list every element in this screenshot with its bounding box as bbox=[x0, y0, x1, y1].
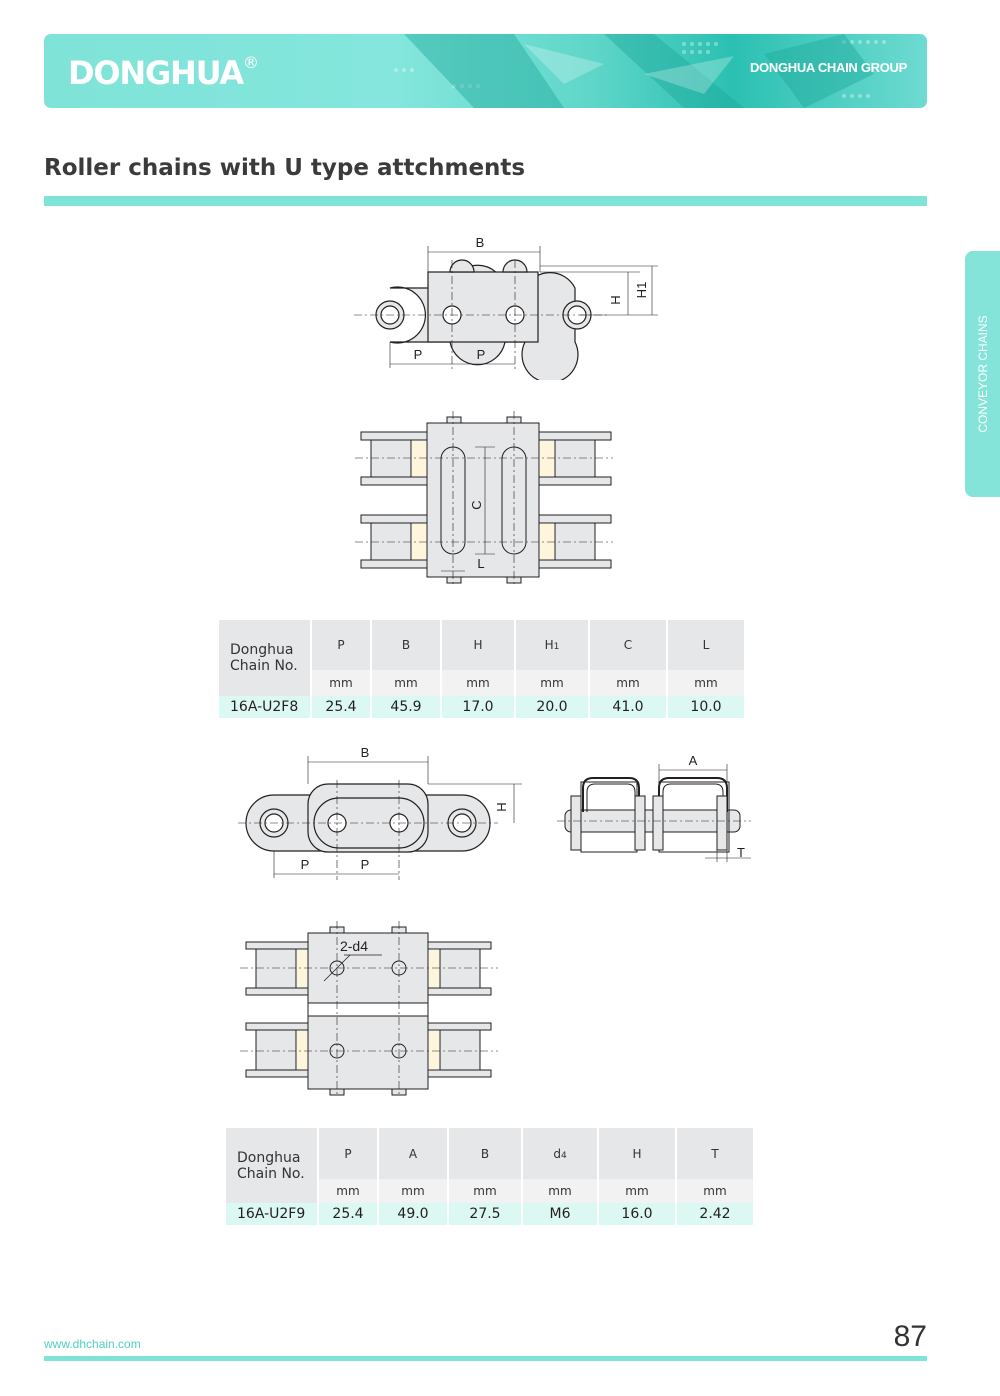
header-d4: d4 bbox=[523, 1128, 597, 1179]
dim-h: H bbox=[608, 295, 623, 304]
drawing-u2f8-top-view: C L bbox=[355, 411, 613, 587]
cell-p: 25.4 bbox=[319, 1203, 377, 1225]
dim-l: L bbox=[477, 556, 484, 571]
drawing-u2f8-side-view: B H H1 P P bbox=[354, 235, 658, 380]
drawing-u2f9-front-view: A T bbox=[557, 753, 751, 862]
dim-p-right: P bbox=[477, 347, 486, 362]
dim-b: B bbox=[361, 745, 370, 760]
header-h1: HH11 bbox=[516, 620, 588, 670]
banner-decoration bbox=[394, 34, 886, 108]
cell-t: 2.42 bbox=[677, 1203, 753, 1225]
cell-b: 45.9 bbox=[372, 696, 440, 718]
row-chain-no: 16A-U2F9 bbox=[226, 1203, 317, 1225]
unit-h: mm bbox=[442, 670, 514, 696]
dim-h1: H1 bbox=[634, 282, 649, 299]
unit-l: mm bbox=[668, 670, 744, 696]
row-chain-no: 16A-U2F8 bbox=[219, 696, 310, 718]
page-number: 87 bbox=[893, 1320, 927, 1353]
unit-p: mm bbox=[319, 1179, 377, 1203]
header-banner: DONGHUA® DONGHUA CHAIN GROUP bbox=[44, 34, 927, 108]
dim-p-right: P bbox=[361, 857, 370, 872]
table-row: 16A-U2F8 25.4 45.9 17.0 20.0 41.0 10.0 bbox=[219, 696, 744, 718]
unit-a: mm bbox=[379, 1179, 447, 1203]
footer-url[interactable]: www.dhchain.com bbox=[44, 1337, 141, 1351]
cell-h: 16.0 bbox=[599, 1203, 675, 1225]
unit-h: mm bbox=[599, 1179, 675, 1203]
unit-h1: mm bbox=[516, 670, 588, 696]
unit-d4: mm bbox=[523, 1179, 597, 1203]
unit-b: mm bbox=[372, 670, 440, 696]
header-c: C bbox=[590, 620, 666, 670]
page-title: Roller chains with U type attchments bbox=[44, 155, 526, 181]
brand-logo: DONGHUA® bbox=[68, 53, 259, 92]
section-tab: CONVEYOR CHAINS bbox=[965, 251, 1000, 497]
dim-t: T bbox=[737, 845, 745, 860]
dim-c: C bbox=[469, 500, 484, 509]
header-l: L bbox=[668, 620, 744, 670]
header-p: P bbox=[319, 1128, 377, 1179]
header-b: B bbox=[372, 620, 440, 670]
header-p: P bbox=[312, 620, 370, 670]
dim-2-d4: 2-d4 bbox=[340, 938, 368, 954]
cell-h: 17.0 bbox=[442, 696, 514, 718]
drawing-u2f9-top-view: 2-d4 bbox=[240, 921, 498, 1097]
title-divider bbox=[44, 196, 927, 206]
cell-l: 10.0 bbox=[668, 696, 744, 718]
dim-b: B bbox=[476, 235, 485, 250]
dim-p-left: P bbox=[414, 347, 423, 362]
header-t: T bbox=[677, 1128, 753, 1179]
dim-p-left: P bbox=[301, 857, 310, 872]
cell-d4: M6 bbox=[523, 1203, 597, 1225]
header-a: A bbox=[379, 1128, 447, 1179]
header-b: B bbox=[449, 1128, 521, 1179]
dim-h: H bbox=[494, 802, 509, 811]
cell-p: 25.4 bbox=[312, 696, 370, 718]
unit-p: mm bbox=[312, 670, 370, 696]
cell-c: 41.0 bbox=[590, 696, 666, 718]
cell-a: 49.0 bbox=[379, 1203, 447, 1225]
unit-b: mm bbox=[449, 1179, 521, 1203]
header-h: H bbox=[599, 1128, 675, 1179]
unit-t: mm bbox=[677, 1179, 753, 1203]
unit-c: mm bbox=[590, 670, 666, 696]
table-row: 16A-U2F9 25.4 49.0 27.5 M6 16.0 2.42 bbox=[226, 1203, 753, 1225]
header-h: H bbox=[442, 620, 514, 670]
drawing-u2f9-side-view: B H P P bbox=[238, 745, 522, 880]
cell-h1: 20.0 bbox=[516, 696, 588, 718]
footer-divider bbox=[44, 1356, 927, 1361]
dim-a: A bbox=[689, 753, 698, 768]
cell-b: 27.5 bbox=[449, 1203, 521, 1225]
group-name: DONGHUA CHAIN GROUP bbox=[749, 60, 907, 75]
